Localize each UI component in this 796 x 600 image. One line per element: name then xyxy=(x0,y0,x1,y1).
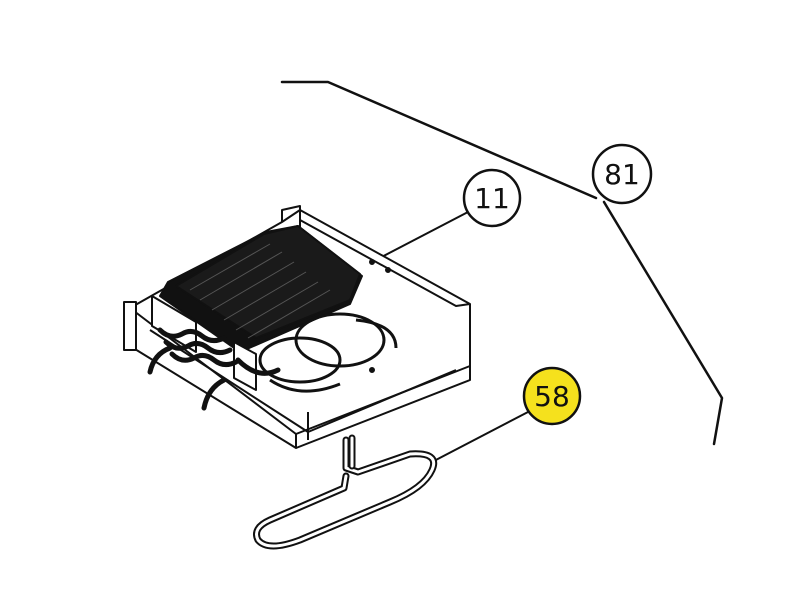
callout-58-circle xyxy=(522,366,582,426)
callout-11-label: 11 xyxy=(474,182,510,215)
heater-coil-inner xyxy=(255,438,436,548)
callout-81-label: 81 xyxy=(604,158,640,191)
leader-line-58 xyxy=(431,411,529,463)
refrigerant-tubes xyxy=(147,327,281,411)
callout-58[interactable]: 58 xyxy=(522,366,582,426)
heating-element xyxy=(253,434,438,550)
drain-hole xyxy=(369,367,375,373)
coil-end-plate xyxy=(151,295,197,353)
coil-fin-lines xyxy=(189,243,331,339)
callout-11-circle xyxy=(462,168,522,228)
tray-front-bracket xyxy=(123,301,137,351)
callout-81-circle xyxy=(591,143,653,205)
housing-outline xyxy=(280,80,724,446)
screw-hole-2 xyxy=(385,267,391,273)
coil-top-fins xyxy=(175,225,361,339)
callout-81[interactable]: 81 xyxy=(591,143,653,205)
screw-hole-1 xyxy=(369,259,375,265)
evaporator-assembly xyxy=(123,205,471,449)
tray-right-lip xyxy=(295,366,471,449)
callout-58-label: 58 xyxy=(534,380,570,413)
leader-line-11 xyxy=(371,211,469,263)
fan-shroud xyxy=(258,312,398,393)
callout-11[interactable]: 11 xyxy=(462,168,522,228)
housing-edge-line xyxy=(280,80,598,200)
tray-back-wall xyxy=(281,205,471,307)
housing-side-line xyxy=(602,200,724,446)
